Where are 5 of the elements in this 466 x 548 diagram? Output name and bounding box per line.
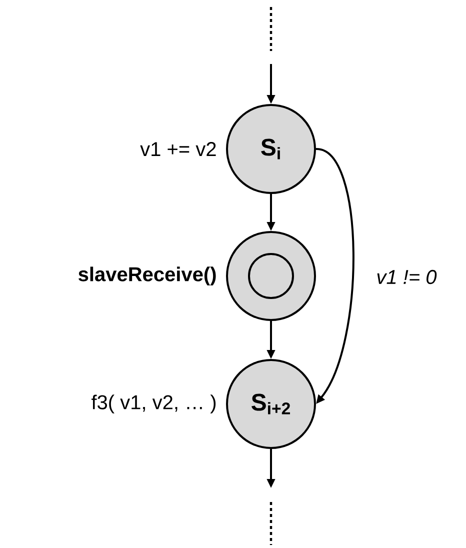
state-circle xyxy=(226,231,316,321)
edge-label: v1 != 0 xyxy=(375,268,438,286)
node-label: f3( v1, v2, … ) xyxy=(92,394,216,414)
node-label: v1 += v2 xyxy=(140,142,216,156)
node-label: slaveReceive() xyxy=(78,266,216,286)
